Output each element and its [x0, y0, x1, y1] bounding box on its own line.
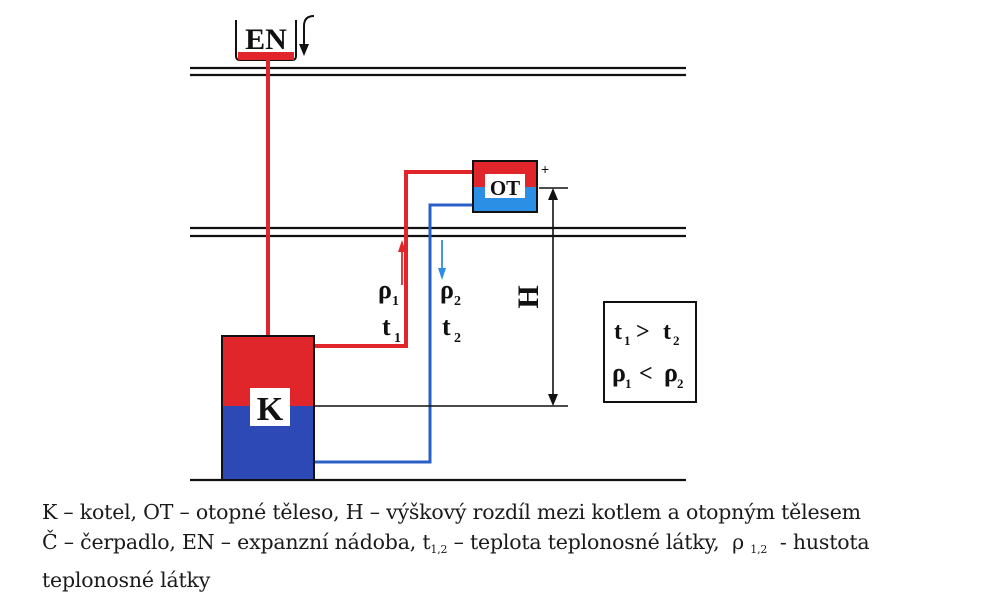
caption-rho-subscript: 1,2	[750, 543, 768, 556]
t2-label: t 2	[442, 312, 461, 346]
svg-text:2: 2	[454, 331, 461, 346]
caption-line-2-part-b: – teplota teplonosné látky, ρ	[447, 530, 751, 554]
boiler: K	[221, 335, 315, 481]
svg-text:ρ: ρ	[664, 358, 678, 387]
expansion-tank-label: EN	[245, 23, 287, 56]
svg-text:1: 1	[625, 376, 632, 391]
caption-line-2-part-c: - hustota	[767, 530, 870, 554]
svg-text:+: +	[541, 161, 549, 177]
svg-text:t: t	[382, 312, 391, 341]
svg-text:2: 2	[673, 333, 680, 348]
svg-text:t: t	[663, 319, 671, 345]
temperature-relation: t 1 > t 2	[614, 319, 680, 348]
svg-text:1: 1	[392, 294, 399, 309]
rho1-label: ρ 1	[378, 275, 399, 309]
svg-text:ρ: ρ	[440, 275, 454, 304]
svg-text:ρ: ρ	[378, 275, 392, 304]
return-pipe	[314, 203, 474, 464]
svg-text:1: 1	[624, 333, 631, 348]
svg-text:>: >	[636, 319, 650, 345]
caption-line-1: K – kotel, OT – otopné těleso, H – výško…	[42, 500, 861, 524]
caption-line-2: Č – čerpadlo, EN – expanzní nádoba, t1,2…	[42, 527, 992, 565]
expansion-tank: EN	[235, 15, 315, 61]
caption-t-subscript: 1,2	[430, 543, 448, 556]
density-relation: ρ 1 < ρ 2	[612, 358, 684, 391]
svg-text:2: 2	[677, 376, 684, 391]
svg-text:2: 2	[454, 294, 461, 309]
rho2-label: ρ 2	[440, 275, 461, 309]
svg-text:t: t	[442, 312, 451, 341]
radiator: OT +	[472, 160, 549, 213]
legend-caption: K – kotel, OT – otopné těleso, H – výško…	[42, 497, 992, 595]
height-dimension: H	[314, 187, 568, 407]
caption-line-2-part-a: Č – čerpadlo, EN – expanzní nádoba, t	[42, 530, 431, 554]
caption-line-3: teplonosné látky	[42, 568, 211, 592]
upper-floor-line	[190, 66, 686, 77]
t1-label: t 1	[382, 312, 401, 346]
radiator-label: OT	[490, 176, 520, 200]
middle-floor-line	[190, 226, 686, 238]
up-flow-arrow	[398, 240, 406, 285]
height-label: H	[512, 285, 545, 308]
svg-text:t: t	[614, 319, 622, 345]
down-flow-arrow	[438, 240, 446, 280]
supply-pipe	[314, 170, 474, 348]
svg-text:1: 1	[394, 331, 401, 346]
boiler-label: K	[257, 391, 284, 428]
svg-text:ρ: ρ	[612, 358, 626, 387]
relations-box: t 1 > t 2 ρ 1 < ρ 2	[603, 301, 697, 403]
svg-text:<: <	[639, 361, 653, 387]
